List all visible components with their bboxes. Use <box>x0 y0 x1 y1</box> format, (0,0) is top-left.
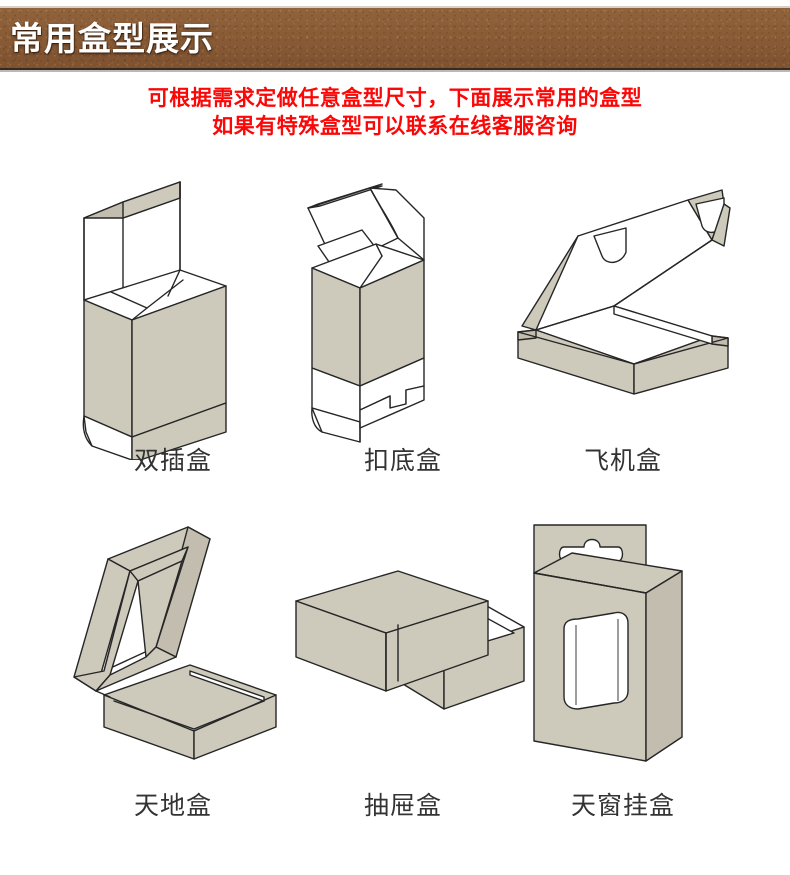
window-hanging-box-illustration <box>498 505 748 805</box>
box-card-lid-and-base[interactable]: 天地盒 <box>48 505 298 850</box>
banner-background: 常用盒型展示 <box>0 8 790 68</box>
subtitle-line-1: 可根据需求定做任意盒型尺寸，下面展示常用的盒型 <box>147 86 643 110</box>
gallery-row: 天地盒 <box>0 505 790 850</box>
box-label: 扣底盒 <box>363 446 442 475</box>
page-header-banner: 常用盒型展示 <box>0 6 790 72</box>
box-label: 双插盒 <box>133 446 212 475</box>
page-title: 常用盒型展示 <box>10 18 214 58</box>
subtitle-block: 可根据需求定做任意盒型尺寸，下面展示常用的盒型 如果有特殊盒型可以联系在线客服咨… <box>0 84 790 140</box>
box-card-window-hanging[interactable]: 天窗挂盒 <box>498 505 748 850</box>
lid-and-base-box-illustration <box>48 505 298 805</box>
box-label: 飞机盒 <box>583 446 662 475</box>
box-card-drawer[interactable]: 抽屉盒 <box>278 505 528 850</box>
box-label: 天窗挂盒 <box>570 791 675 820</box>
banner-bottom-dark-edge <box>0 68 790 70</box>
subtitle-line-2: 如果有特殊盒型可以联系在线客服咨询 <box>212 114 578 138</box>
banner-bottom-shadow <box>0 70 790 72</box>
snap-lock-bottom-box-illustration <box>278 160 528 460</box>
banner-top-edge <box>0 6 790 8</box>
box-label: 天地盒 <box>133 791 212 820</box>
gallery-row: 双插盒 <box>0 160 790 505</box>
box-type-gallery: 双插盒 <box>0 160 790 850</box>
box-card-mailer[interactable]: 飞机盒 <box>498 160 748 505</box>
box-card-double-tuck[interactable]: 双插盒 <box>48 160 298 505</box>
box-card-snap-lock-bottom[interactable]: 扣底盒 <box>278 160 528 505</box>
mailer-box-illustration <box>498 160 748 460</box>
double-tuck-box-illustration <box>48 160 298 460</box>
box-label: 抽屉盒 <box>363 791 442 820</box>
drawer-box-illustration <box>278 505 528 805</box>
